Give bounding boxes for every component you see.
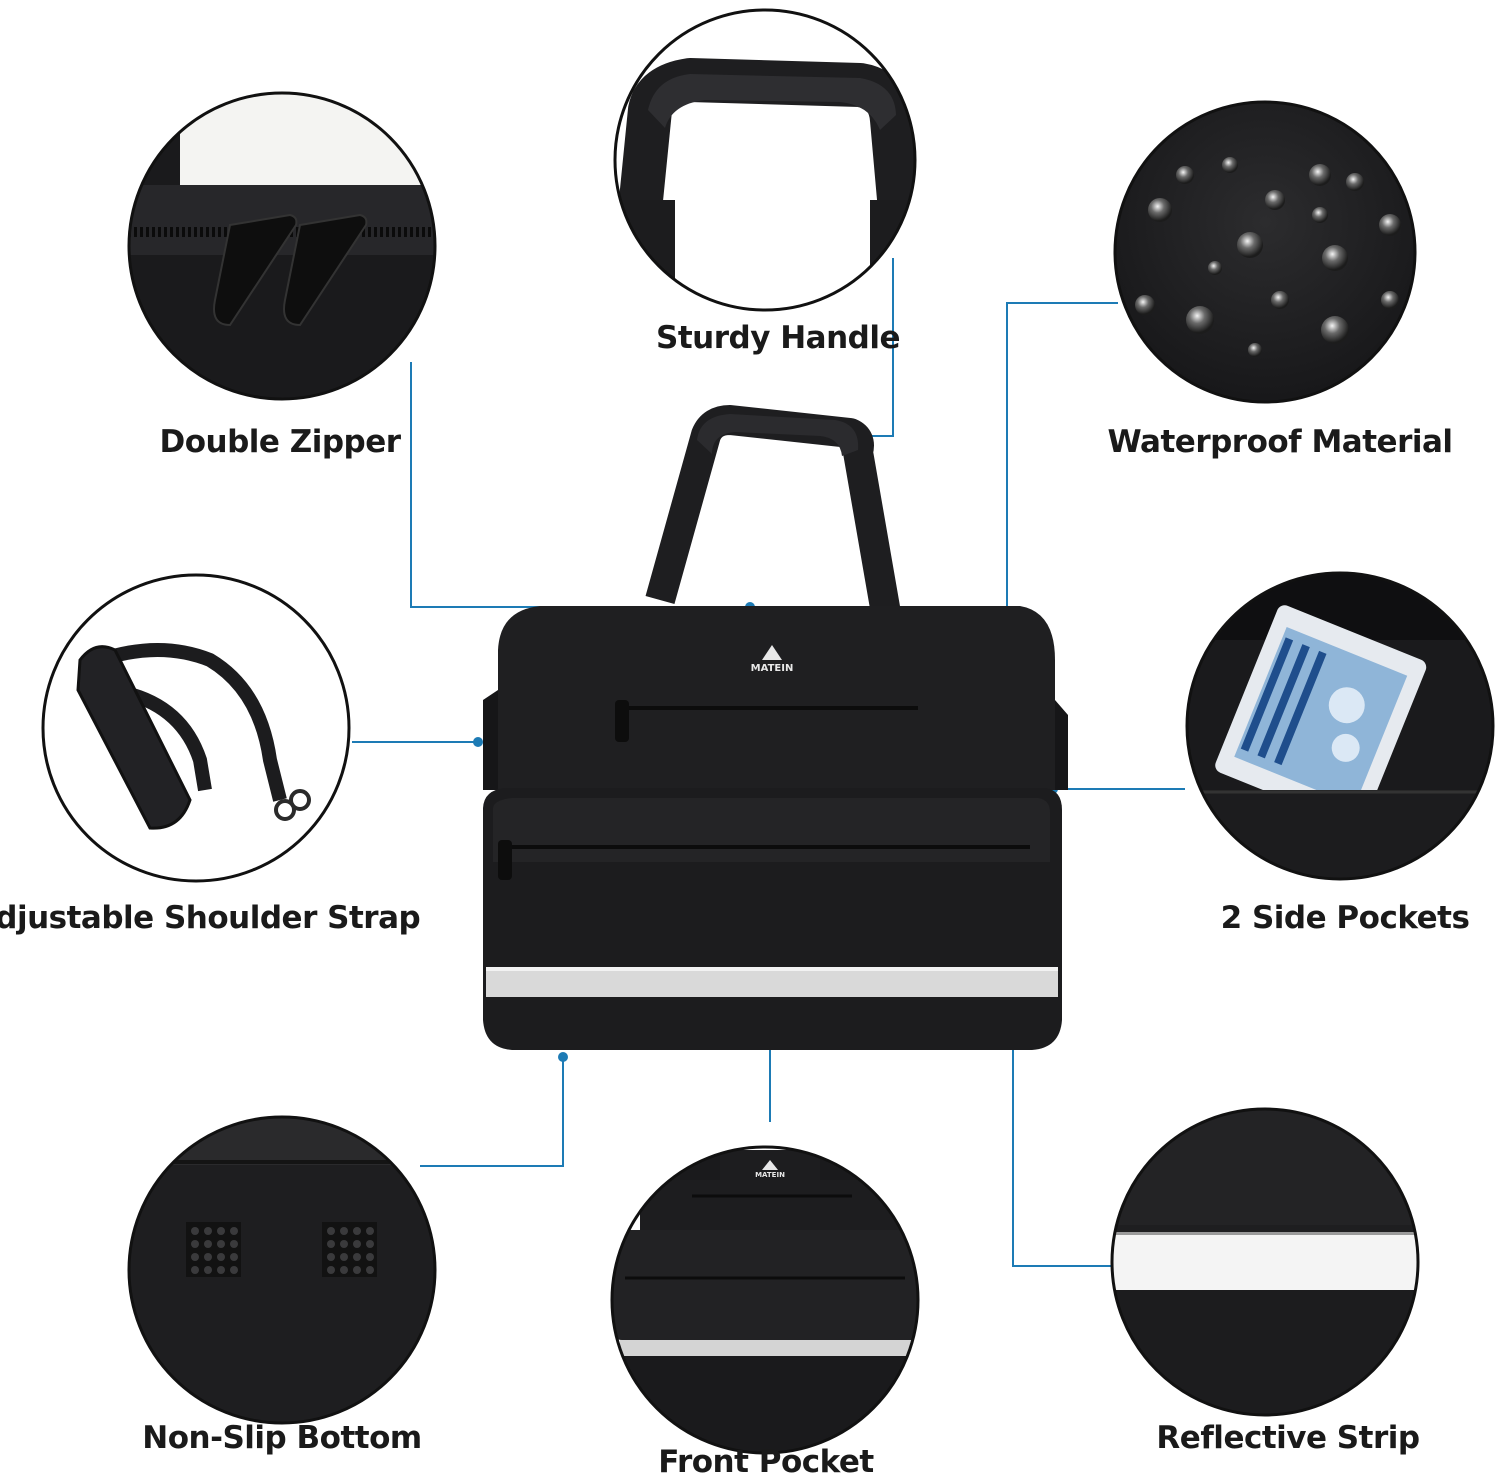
detail-double-zipper: [129, 93, 435, 399]
label-front-pocket: Front Pocket: [658, 1444, 874, 1480]
label-double-zipper: Double Zipper: [159, 424, 401, 460]
label-shoulder-strap: Adjustable Shoulder Strap: [0, 900, 421, 936]
leader-line-bottom: [420, 1057, 564, 1167]
detail-waterproof: [1115, 102, 1415, 402]
detail-non-slip-bottom: [129, 1117, 435, 1423]
detail-front-pocket: [612, 1147, 918, 1453]
front-detail-brand-logo: MATEIN: [755, 1171, 785, 1179]
label-non-slip-bottom: Non-Slip Bottom: [142, 1420, 422, 1456]
label-side-pockets: 2 Side Pockets: [1220, 900, 1470, 936]
detail-side-pockets: [1187, 573, 1493, 879]
label-sturdy-handle: Sturdy Handle: [656, 320, 900, 356]
label-reflective-strip: Reflective Strip: [1156, 1420, 1420, 1456]
detail-shoulder-strap: [43, 575, 349, 881]
detail-reflective-strip: [1112, 1109, 1418, 1415]
bag-brand-logo: MATEIN: [750, 663, 794, 674]
bag-main: [483, 405, 1068, 1050]
detail-sturdy-handle: [615, 10, 915, 310]
leader-line-waterproof: [1006, 302, 1118, 644]
label-waterproof-material: Waterproof Material: [1107, 424, 1453, 460]
leader-line-reflective: [1012, 988, 1112, 1267]
